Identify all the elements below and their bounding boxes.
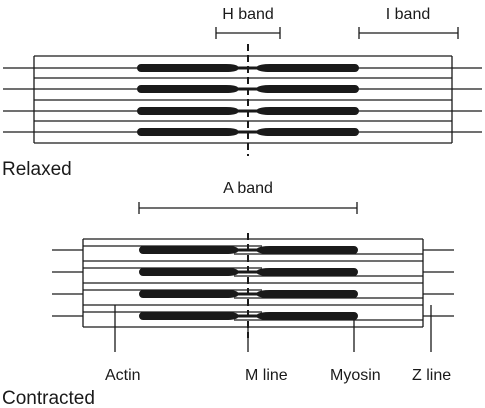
relaxed-title: Relaxed — [2, 159, 72, 180]
m-line-label: M line — [245, 367, 288, 384]
contracted-title: Contracted — [2, 388, 95, 408]
contracted-sarcomere — [52, 238, 454, 328]
label-pointers — [114, 305, 432, 352]
myosin-label: Myosin — [330, 367, 381, 384]
actin-label: Actin — [105, 367, 141, 384]
i-band-bracket — [358, 27, 459, 39]
i-band-label: I band — [386, 6, 430, 23]
h-band-bracket — [215, 27, 281, 39]
a-band-label: A band — [223, 180, 273, 197]
a-band-bracket — [138, 202, 358, 214]
z-line-label: Z line — [412, 367, 451, 384]
h-band-label: H band — [222, 6, 274, 23]
